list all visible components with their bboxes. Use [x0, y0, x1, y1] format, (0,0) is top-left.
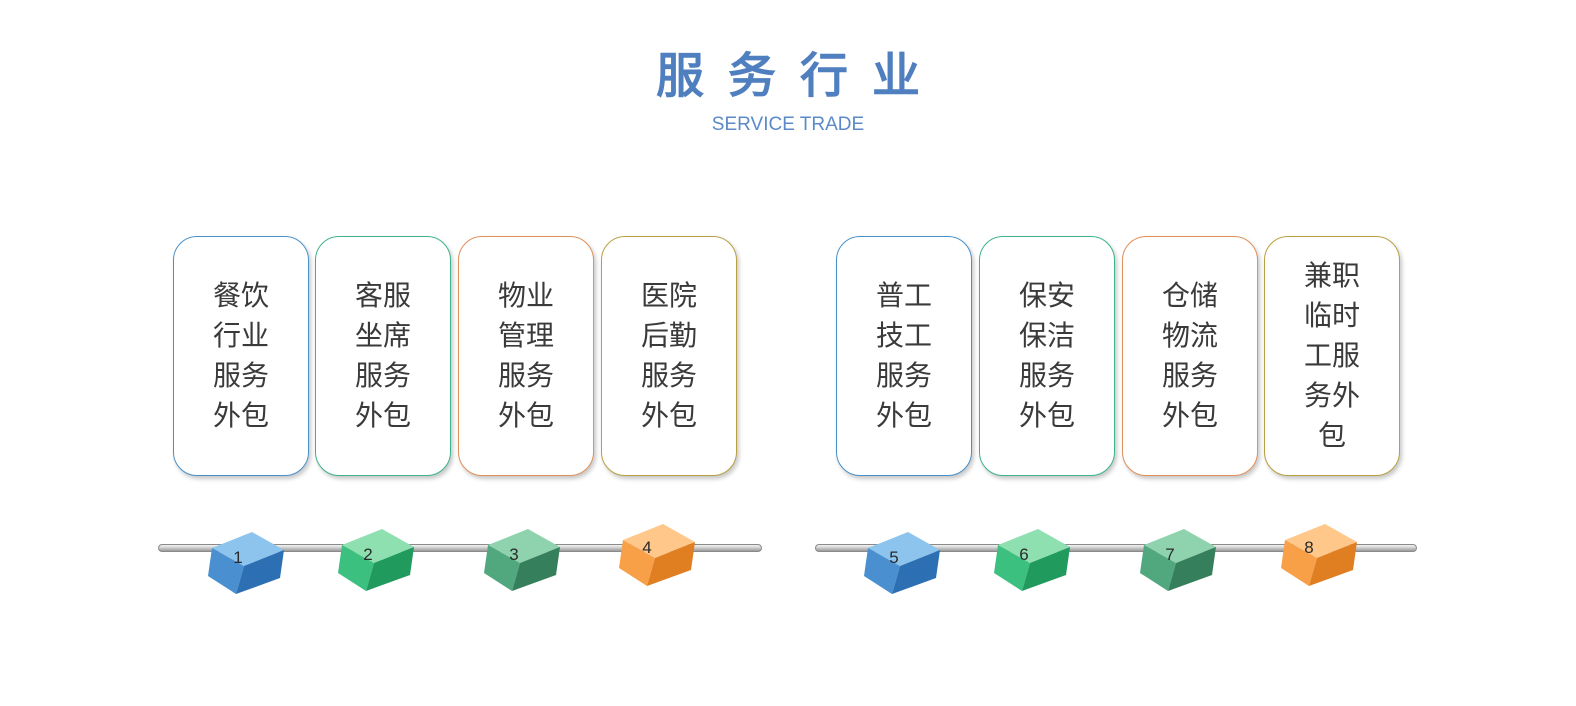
service-card-2: 客服坐席服务外包 [315, 236, 451, 476]
service-card-1: 餐饮行业服务外包 [173, 236, 309, 476]
cube-number: 8 [1304, 538, 1314, 557]
cube-marker-8: 8 [1279, 514, 1361, 590]
cube-marker-6: 6 [992, 519, 1074, 595]
cube-marker-7: 7 [1138, 519, 1220, 595]
cube-icon [338, 529, 414, 591]
cube-icon [1140, 529, 1216, 591]
service-card-label: 物业管理服务外包 [497, 279, 554, 432]
timeline-rod-right [815, 544, 1417, 552]
cube-number: 4 [642, 538, 652, 557]
cube-number: 7 [1165, 545, 1175, 564]
service-card-label: 仓储物流服务外包 [1161, 279, 1218, 432]
cube-marker-3: 3 [482, 519, 564, 595]
service-card-3: 物业管理服务外包 [458, 236, 594, 476]
cube-marker-4: 4 [617, 514, 699, 590]
service-card-5: 普工技工服务外包 [836, 236, 972, 476]
timeline-rod-left [158, 544, 762, 552]
cube-marker-5: 5 [862, 522, 944, 598]
service-card-8: 兼职临时工服务外包 [1264, 236, 1400, 476]
cube-number: 6 [1019, 545, 1029, 564]
service-card-4: 医院后勤服务外包 [601, 236, 737, 476]
service-card-label: 餐饮行业服务外包 [212, 279, 269, 432]
service-card-label: 普工技工服务外包 [875, 279, 932, 432]
service-card-label: 客服坐席服务外包 [354, 279, 411, 432]
cube-icon [208, 532, 284, 594]
service-card-7: 仓储物流服务外包 [1122, 236, 1258, 476]
service-card-label: 保安保洁服务外包 [1018, 279, 1075, 432]
cube-icon [864, 532, 940, 594]
service-card-label: 医院后勤服务外包 [640, 279, 697, 432]
cube-number: 5 [889, 548, 899, 567]
service-card-label: 兼职临时工服务外包 [1303, 259, 1360, 452]
cube-icon [1281, 524, 1357, 586]
page-subtitle: SERVICE TRADE [711, 114, 865, 135]
cube-icon [484, 529, 560, 591]
service-card-6: 保安保洁服务外包 [979, 236, 1115, 476]
cube-number: 2 [363, 545, 373, 564]
cube-icon [619, 524, 695, 586]
page-title: 服务行业 [655, 48, 944, 104]
cube-marker-1: 1 [206, 522, 288, 598]
cube-number: 1 [233, 548, 243, 567]
cube-icon [994, 529, 1070, 591]
cube-marker-2: 2 [336, 519, 418, 595]
cube-number: 3 [509, 545, 519, 564]
